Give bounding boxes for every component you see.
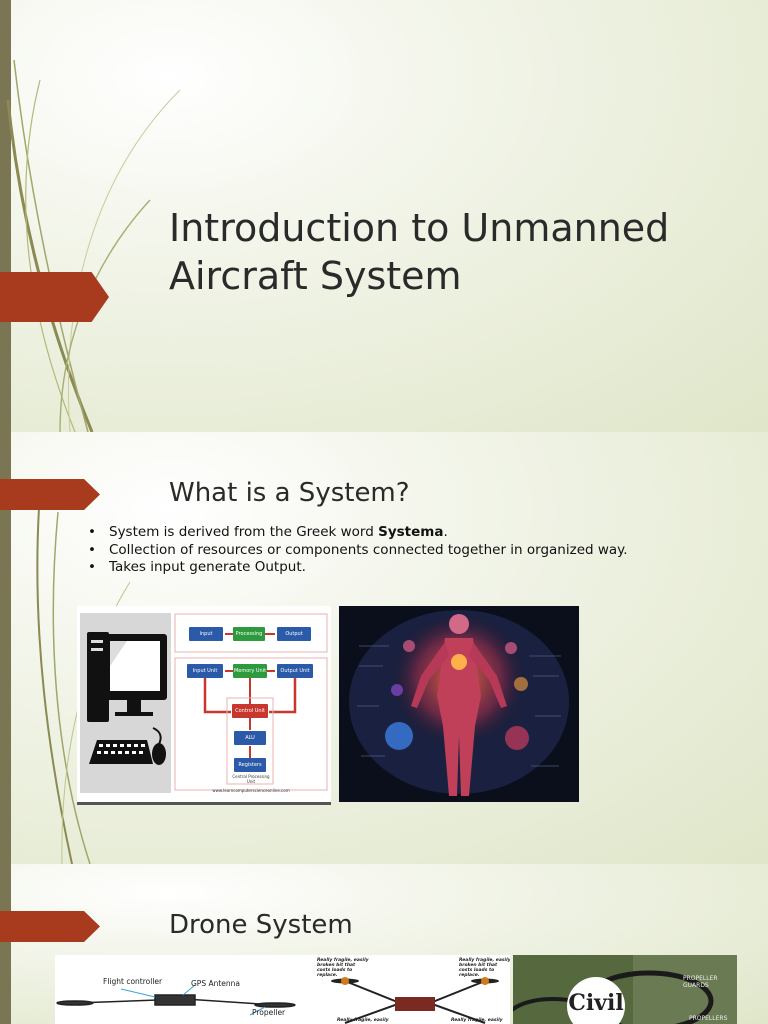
slide-edge-bar xyxy=(0,432,11,864)
cpu-caption: Central Processing Unit xyxy=(232,774,270,784)
human-body-icon xyxy=(349,610,569,796)
fragile-note: Really fragile, easily broken bit that c… xyxy=(317,958,369,978)
bullet-item: •System is derived from the Greek word S… xyxy=(88,524,448,540)
drone-diagram-image: Flight controller GPS Antenna Propeller … xyxy=(55,955,510,1024)
bullet-list: •System is derived from the Greek word S… xyxy=(88,524,628,577)
flight-controller-label: Flight controller xyxy=(103,977,163,986)
drone-icon xyxy=(56,977,499,1024)
diagram-box: Control Unit xyxy=(232,704,268,718)
diagram-footer: www.learncomputerscienceonline.com xyxy=(212,788,290,793)
civil-logo: Civil xyxy=(567,977,625,1024)
fragile-note: Really fragile, easily xyxy=(451,1018,503,1023)
diagram-box: Processing xyxy=(233,627,265,641)
drone-photo: Civil PROPELLER GUARDS PROPELLERS xyxy=(513,955,737,1024)
slide-edge-bar xyxy=(0,864,11,1024)
slide-title-heading: Introduction to Unmanned Aircraft System xyxy=(169,206,670,298)
gps-antenna-label: GPS Antenna xyxy=(191,979,241,988)
propeller-label: Propeller xyxy=(252,1008,286,1017)
accent-arrow xyxy=(0,272,109,322)
computer-system-diagram: Input Processing Output Input Unit Memor… xyxy=(77,606,331,805)
fragile-note: Really fragile, easily broken bit that c… xyxy=(459,958,510,978)
slide-edge-bar xyxy=(0,0,11,432)
bullet-item: •Collection of resources or components c… xyxy=(88,541,628,558)
diagram-box: Output Unit xyxy=(277,664,313,678)
fragile-note: Really fragile, easily xyxy=(337,1018,389,1023)
accent-arrow xyxy=(0,911,100,942)
bullet-item: •Takes input generate Output. xyxy=(88,559,306,575)
diagram-box: ALU xyxy=(234,731,266,745)
human-body-systems-image xyxy=(339,606,579,802)
drone-propeller-guard-icon xyxy=(513,955,737,1024)
diagram-box: Output xyxy=(277,627,311,641)
propeller-guards-tag: PROPELLER GUARDS xyxy=(683,975,718,989)
slide-2-title: What is a System? xyxy=(169,478,410,508)
propellers-tag: PROPELLERS xyxy=(689,1015,728,1022)
accent-arrow xyxy=(0,479,100,510)
diagram-box: Memory Unit xyxy=(233,664,267,678)
diagram-box: Input xyxy=(189,627,223,641)
diagram-box: Input Unit xyxy=(187,664,223,678)
diagram-box: Registers xyxy=(234,758,266,772)
slide-3-title: Drone System xyxy=(169,910,353,940)
slide-title: Introduction to Unmanned Aircraft System xyxy=(0,0,768,432)
